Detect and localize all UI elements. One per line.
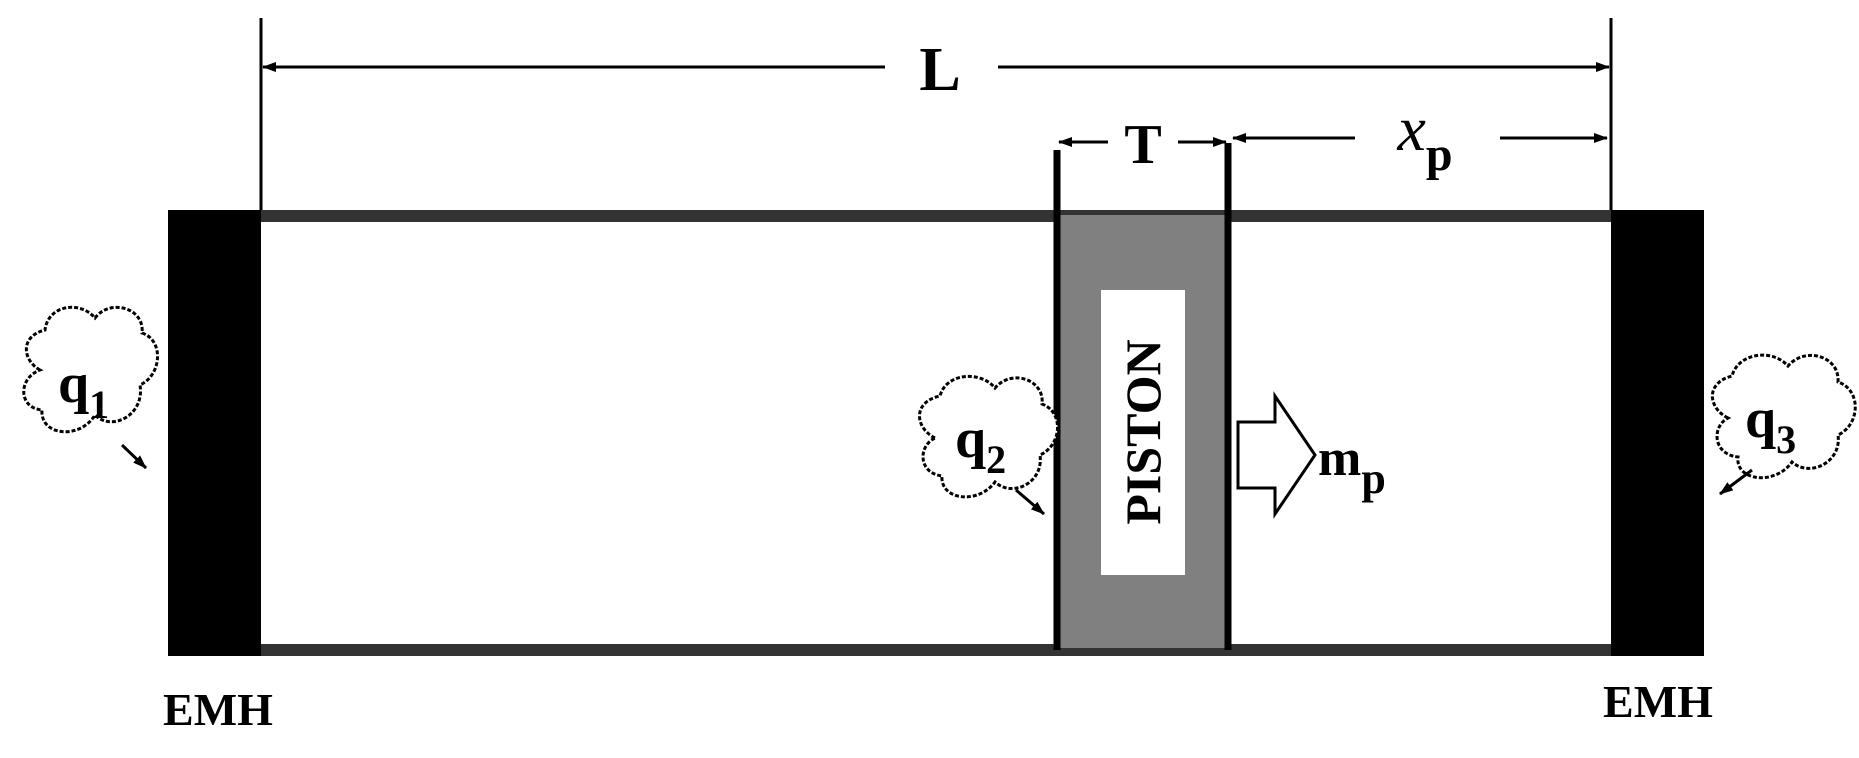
q2-label: q2 (955, 408, 1006, 482)
heat-source-q1: q1 (22, 305, 159, 470)
cylinder-bottom-wall (168, 644, 1704, 656)
piston-label-box (1101, 290, 1185, 575)
mass-flow-label-sub: p (1361, 454, 1385, 503)
q1-label: q1 (58, 353, 109, 427)
left-emh-label: EMH (163, 684, 273, 735)
left-end-cap (168, 210, 261, 656)
mass-flow-indicator: mp (1236, 391, 1386, 519)
q2-label-base: q (955, 408, 986, 470)
q1-pointer (120, 443, 148, 470)
heat-source-q2: q2 (918, 374, 1059, 516)
position-label-base: x (1396, 93, 1425, 164)
q3-label-sub: 3 (1776, 417, 1796, 462)
q1-label-base: q (58, 353, 89, 415)
right-emh-label: EMH (1603, 676, 1713, 727)
mass-flow-label-base: m (1318, 430, 1361, 487)
q1-label-sub: 1 (89, 382, 109, 427)
cylinder-top-wall (168, 210, 1704, 222)
q1-cloud-icon (22, 305, 159, 434)
position-label: xp (1396, 93, 1452, 181)
thickness-label: T (1124, 114, 1161, 176)
heat-source-q3: q3 (1711, 353, 1857, 496)
mass-flow-label: mp (1318, 430, 1386, 503)
q2-pointer (1015, 488, 1045, 516)
length-label: L (919, 36, 960, 104)
q2-cloud-icon (918, 374, 1059, 499)
mass-flow-arrow-icon (1236, 391, 1317, 519)
position-label-sub: p (1426, 128, 1453, 181)
q3-label: q3 (1745, 388, 1796, 462)
q3-pointer (1719, 468, 1753, 496)
piston-label: PISTON (1115, 339, 1171, 524)
q3-cloud-icon (1711, 353, 1857, 480)
q2-label-sub: 2 (986, 437, 1006, 482)
q3-label-base: q (1745, 388, 1776, 450)
right-end-cap (1611, 210, 1704, 656)
